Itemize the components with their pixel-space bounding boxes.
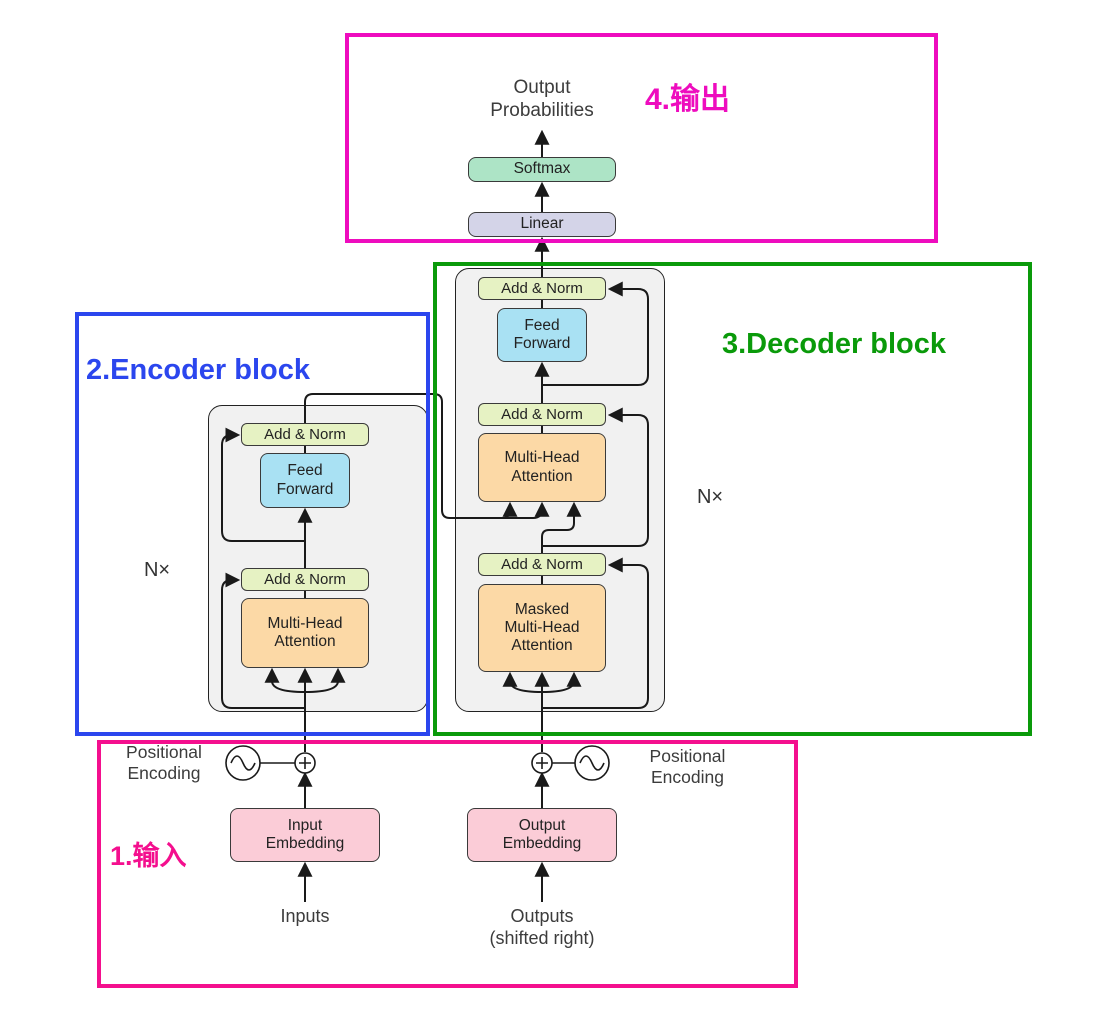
decoder-multi-head-attention-box: Multi-Head Attention bbox=[478, 433, 606, 502]
encoder-wires bbox=[221, 393, 550, 902]
encoder-region-label: 2.Encoder block bbox=[86, 354, 311, 386]
arrow-encoder-attention-fork-right bbox=[304, 667, 346, 693]
encoder-residual-ff bbox=[221, 427, 305, 542]
decoder-add-norm-bottom-box: Add & Norm bbox=[478, 553, 606, 576]
encoder-nx-label: N× bbox=[143, 559, 171, 581]
decoder-residual-cross-attention bbox=[542, 407, 649, 547]
sine-wave-icon bbox=[579, 755, 605, 771]
encoder-multi-head-attention-box: Multi-Head Attention bbox=[241, 598, 369, 668]
sine-wave-icon bbox=[230, 755, 256, 771]
plus-sign-icon bbox=[536, 757, 548, 769]
output-embedding-box: Output Embedding bbox=[467, 808, 617, 862]
encoder-add-norm-bottom-box: Add & Norm bbox=[241, 568, 369, 591]
arrow-encoder-attention-fork-left bbox=[264, 667, 306, 693]
input-embedding-box: Input Embedding bbox=[230, 808, 380, 862]
positional-encoding-right-label: Positional Encoding bbox=[649, 746, 726, 788]
decoder-residual-masked-attention bbox=[542, 557, 649, 709]
output-probabilities-label: Output Probabilities bbox=[490, 77, 594, 122]
softmax-box: Softmax bbox=[468, 157, 616, 182]
inputs-label: Inputs bbox=[280, 906, 330, 926]
positional-encoding-left-label: Positional Encoding bbox=[126, 742, 202, 784]
decoder-residual-ff bbox=[542, 281, 649, 386]
linear-box: Linear bbox=[468, 212, 616, 237]
encoder-residual-attention bbox=[221, 572, 305, 709]
wire-encoder-output-fork bbox=[501, 501, 518, 519]
decoder-nx-label: N× bbox=[696, 486, 724, 508]
arrow-masked-attention-fork-left bbox=[502, 671, 543, 693]
arrow-masked-attention-fork-right bbox=[541, 671, 582, 693]
decoder-region-label: 3.Decoder block bbox=[722, 328, 947, 360]
encoder-feed-forward-box: Feed Forward bbox=[260, 453, 350, 508]
output-region-label: 4.输出 bbox=[645, 83, 731, 116]
decoder-feed-forward-box: Feed Forward bbox=[497, 308, 587, 362]
positional-adder-left bbox=[225, 745, 316, 781]
encoder-add-norm-top-box: Add & Norm bbox=[241, 423, 369, 446]
wire-decoder-query-path bbox=[541, 501, 582, 553]
decoder-masked-multi-head-attention-box: Masked Multi-Head Attention bbox=[478, 584, 606, 672]
decoder-add-norm-middle-box: Add & Norm bbox=[478, 403, 606, 426]
decoder-add-norm-top-box: Add & Norm bbox=[478, 277, 606, 300]
decoder-wires bbox=[502, 129, 649, 902]
positional-adder-right bbox=[531, 745, 610, 781]
input-region-label: 1.输入 bbox=[110, 841, 187, 871]
plus-sign-icon bbox=[299, 757, 311, 769]
outputs-label: Outputs (shifted right) bbox=[489, 906, 595, 948]
wire-encoder-output-to-decoder-attention bbox=[304, 393, 550, 519]
